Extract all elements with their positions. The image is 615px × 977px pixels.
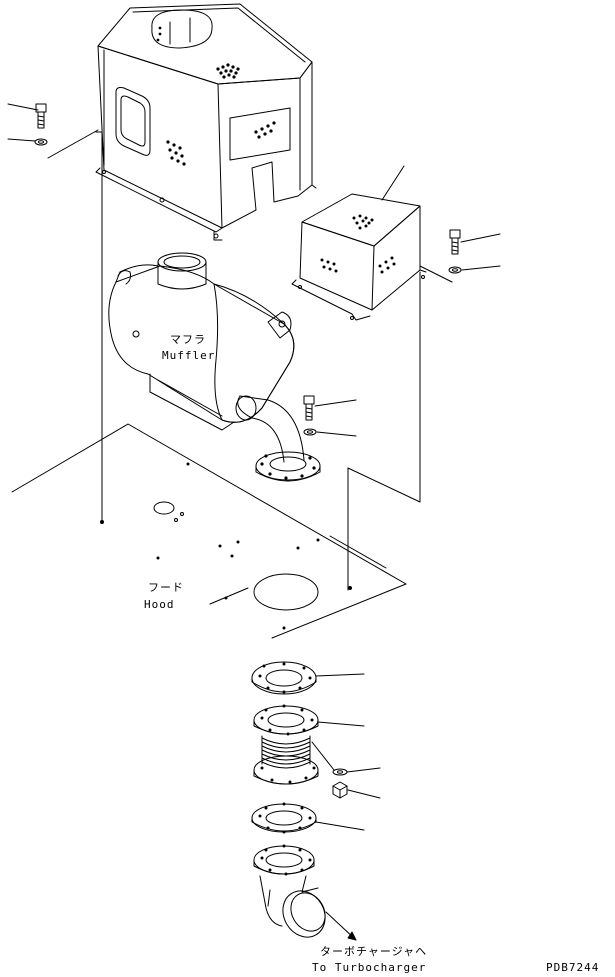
muffler-label-en: Muffler [162,349,216,362]
vent-dots [156,26,276,166]
elbow-pipe [254,846,333,945]
hood-holes [156,462,320,630]
bellows [254,706,364,784]
muffler [109,253,320,481]
turbo-label-jp: ターボチャージャヘ [320,945,428,958]
small-cover-vents [320,214,396,274]
drawing-number: PDB7244 [546,961,600,974]
hood-label-en: Hood [144,598,175,611]
bellows-holes [260,704,316,784]
leader-small-cover [382,166,404,200]
leader-hood [210,588,248,604]
leader-right [348,266,452,590]
hood-label-jp: フード [148,581,184,594]
hood-plate [12,424,406,638]
gasket-1-holes [258,662,312,694]
leader-cover-large [48,130,102,522]
bolt-muffler [304,396,356,436]
turbo-label-en: To Turbocharger [312,961,427,974]
large-cover [96,4,316,240]
bolt-upper-left [8,104,47,145]
muffler-flange-holes [260,454,316,480]
small-cover [292,194,426,320]
muffler-label-jp: マフラ [170,333,206,346]
bolt-right [449,230,500,273]
washer-nut [312,742,380,798]
gasket-2-holes [258,802,312,834]
elbow-holes [260,844,312,876]
